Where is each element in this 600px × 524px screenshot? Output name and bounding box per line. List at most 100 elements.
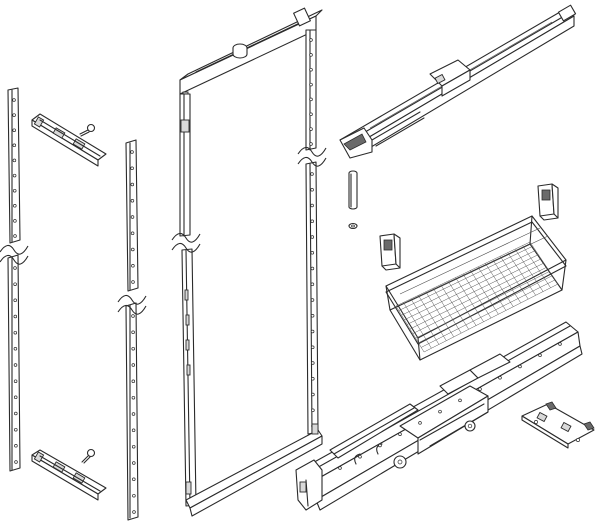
rail-hole (12, 128, 16, 132)
rail-hole (12, 158, 17, 163)
rail-hole (12, 98, 16, 102)
rail-hole (12, 173, 17, 178)
rail-hole (132, 461, 136, 465)
frame-hole (309, 97, 313, 102)
runner-hole (418, 421, 422, 425)
rail-hole (130, 150, 134, 154)
left-rail-holes (12, 98, 18, 464)
frame-hole (310, 235, 315, 239)
rail-hole (131, 264, 135, 268)
screw-lower (81, 448, 96, 464)
lower-mount-bracket (31, 449, 107, 501)
rail-hole (130, 215, 135, 219)
rail-hole (13, 314, 18, 319)
left-rail (0, 87, 29, 472)
top-runner (339, 4, 577, 159)
mesh-wire (409, 262, 545, 330)
rail-hole (131, 247, 135, 252)
rail-hole (13, 330, 18, 335)
frame-hole (311, 361, 315, 365)
rail-hole (131, 363, 136, 367)
basket-mesh-floor (395, 241, 559, 353)
basket-clip-left (379, 233, 401, 271)
guide-pin (348, 170, 358, 210)
frame-hole (311, 392, 315, 397)
frame-hole (310, 172, 314, 176)
rail-hole (13, 395, 18, 400)
rail-hole (12, 188, 17, 193)
mesh-wire (421, 279, 556, 348)
rail-hole (131, 346, 135, 351)
mesh-wire (404, 254, 539, 321)
runner-hole (358, 454, 362, 459)
runner-hole (438, 409, 442, 414)
rail-hole (13, 282, 17, 286)
rail-hole (132, 510, 136, 514)
frame-hole (311, 377, 315, 381)
rail-hole (132, 493, 136, 498)
runner-hole (378, 443, 382, 448)
rail-hole (12, 113, 16, 117)
rail-hole (13, 219, 17, 223)
frame-hole (309, 127, 313, 131)
frame-hole (309, 67, 313, 72)
frame (171, 7, 327, 517)
center-rail-holes (130, 150, 136, 514)
runner-hole (478, 387, 482, 391)
frame-hole (309, 142, 313, 146)
frame-right-post-holes (309, 38, 315, 428)
frame-hole (309, 112, 313, 117)
mesh-wire (398, 245, 533, 311)
rail-hole (131, 412, 136, 416)
mesh-wire (401, 250, 536, 316)
basket-clip-right (537, 183, 559, 221)
rail-hole (13, 234, 17, 238)
mesh-wire (395, 241, 531, 307)
rail-hole (130, 199, 135, 203)
runner-hole (338, 466, 342, 470)
mesh-wire (415, 271, 550, 339)
rail-hole (132, 477, 136, 482)
mounting-plate (521, 401, 595, 449)
rail-hole (13, 204, 17, 208)
rail-hole (13, 298, 17, 303)
frame-hole (310, 251, 315, 255)
rail-hole (131, 314, 135, 318)
rail-hole (131, 280, 135, 284)
frame-hole (311, 408, 315, 413)
rail-hole (13, 266, 17, 270)
frame-hole (310, 345, 315, 350)
rail-hole (14, 460, 18, 464)
bottom-runner-holes (338, 342, 562, 470)
rail-hole (131, 444, 136, 449)
frame-hole (310, 219, 314, 224)
rail-hole (130, 182, 135, 187)
frame-hole (310, 188, 314, 192)
rail-hole (14, 427, 18, 432)
frame-hole (309, 53, 313, 57)
center-rail (117, 139, 147, 521)
wire-basket (385, 215, 567, 361)
runner-hole (538, 353, 542, 358)
runner-hole (398, 432, 402, 436)
frame-hole (310, 329, 315, 334)
rail-hole (130, 166, 134, 171)
frame-hole (310, 203, 314, 208)
rail-hole (14, 444, 18, 448)
rail-hole (13, 347, 18, 351)
frame-hole (310, 282, 315, 287)
rail-hole (13, 379, 18, 383)
frame-hole (310, 314, 315, 318)
rail-hole (13, 363, 18, 367)
bottom-runner (295, 321, 583, 511)
rail-hole (14, 411, 18, 416)
frame-hole (310, 266, 315, 271)
runner-hole (498, 376, 502, 380)
rail-hole (12, 143, 17, 148)
runner-hole (558, 342, 562, 346)
mesh-wire (412, 266, 547, 334)
frame-hole (309, 38, 313, 42)
rail-hole (131, 428, 136, 433)
